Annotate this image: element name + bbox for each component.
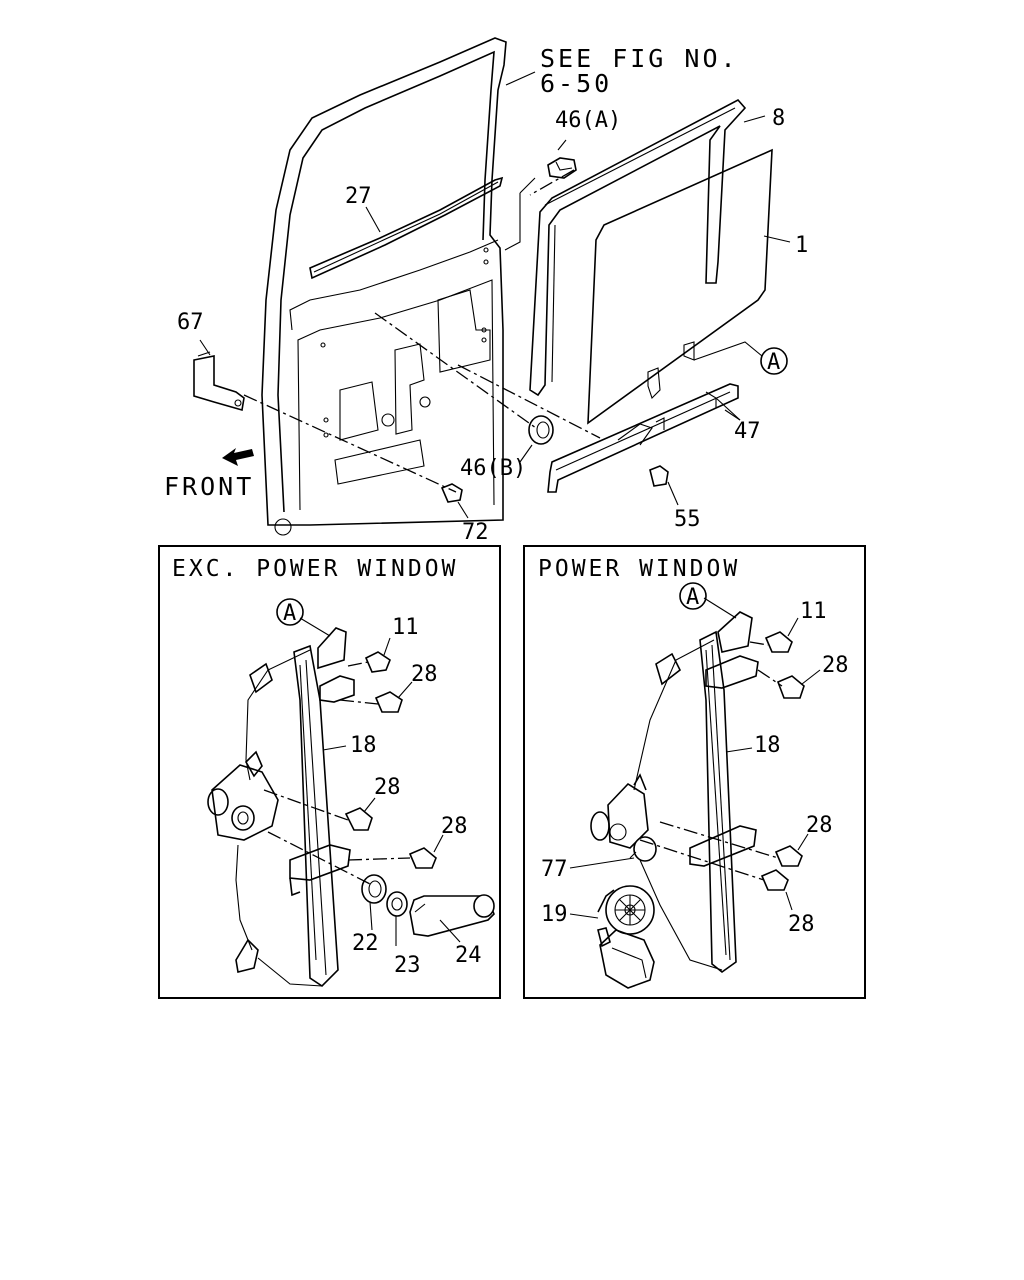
callout-27: 27 [345, 184, 372, 209]
panel-power-callout-11: 11 [800, 599, 827, 624]
door-frame [261, 37, 507, 536]
window-glass-1 [587, 148, 773, 425]
reference-a-manual [276, 598, 304, 626]
panel-power-window: POWER WINDOW [523, 545, 866, 999]
bracket-67 [193, 339, 245, 412]
panel-manual-callout-23: 23 [394, 953, 421, 978]
glass-run-channel-8 [529, 98, 747, 397]
panel-manual-border [158, 545, 501, 999]
assembly-lines-main [243, 169, 601, 493]
panel-power-callout-18: 18 [754, 733, 781, 758]
bolt-55 [649, 465, 679, 506]
regulator-channel-47 [547, 383, 741, 493]
weatherstrip-27 [309, 176, 504, 280]
callout-8: 8 [772, 106, 785, 131]
callout-46a: 46(A) [555, 108, 621, 133]
ref-a-main-letter: A [767, 350, 780, 375]
front-label: FRONT [164, 472, 254, 501]
leader-lines-main [365, 71, 791, 421]
callout-72: 72 [462, 520, 489, 545]
callout-55: 55 [674, 507, 701, 532]
panel-manual-callout-24: 24 [455, 943, 482, 968]
assembly-lines-manual [263, 661, 411, 886]
assembly-lines-power [639, 641, 783, 881]
bolts-power [760, 631, 805, 891]
panel-power-callout-28-b: 28 [806, 813, 833, 838]
panel-power-callout-19: 19 [541, 902, 568, 927]
reference-note-line1: SEE FIG NO. [540, 44, 739, 73]
panel-power-border [523, 545, 866, 999]
callout-47: 47 [734, 419, 761, 444]
regulator-18-power [590, 611, 759, 974]
callout-67: 67 [177, 310, 204, 335]
leader-lines-power [569, 597, 821, 919]
grommet-46b [519, 415, 554, 463]
front-arrow-icon [222, 448, 254, 466]
panel-power-title: POWER WINDOW [538, 556, 740, 582]
panel-exc-power-window: EXC. POWER WINDOW [158, 545, 501, 999]
reference-a-power [679, 582, 707, 610]
panel-manual-callout-18: 18 [350, 733, 377, 758]
reference-note-line2: 6-50 [540, 69, 612, 98]
panel-power-callout-77: 77 [541, 857, 568, 882]
washer-23 [386, 891, 408, 917]
leader-lines-manual [299, 617, 461, 946]
panel-manual-callout-28-b: 28 [374, 775, 401, 800]
panel-power-ref-a: A [686, 585, 699, 610]
callout-1: 1 [795, 233, 808, 258]
motor-19 [597, 885, 655, 989]
panel-manual-callout-28-a: 28 [411, 662, 438, 687]
callout-46b: 46(B) [460, 456, 526, 481]
washer-22 [361, 874, 387, 904]
bolts-manual [344, 651, 437, 869]
panel-manual-callout-11: 11 [392, 615, 419, 640]
panel-manual-title: EXC. POWER WINDOW [172, 556, 458, 582]
regulator-18-manual [207, 627, 355, 988]
panel-manual-ref-a: A [283, 601, 296, 626]
bolt-72 [440, 483, 469, 519]
handle-24 [409, 894, 495, 937]
panel-power-callout-28-a: 28 [822, 653, 849, 678]
panel-manual-callout-22: 22 [352, 931, 379, 956]
panel-manual-callout-28-c: 28 [441, 814, 468, 839]
reference-a-main [760, 347, 788, 375]
panel-power-callout-28-c: 28 [788, 912, 815, 937]
